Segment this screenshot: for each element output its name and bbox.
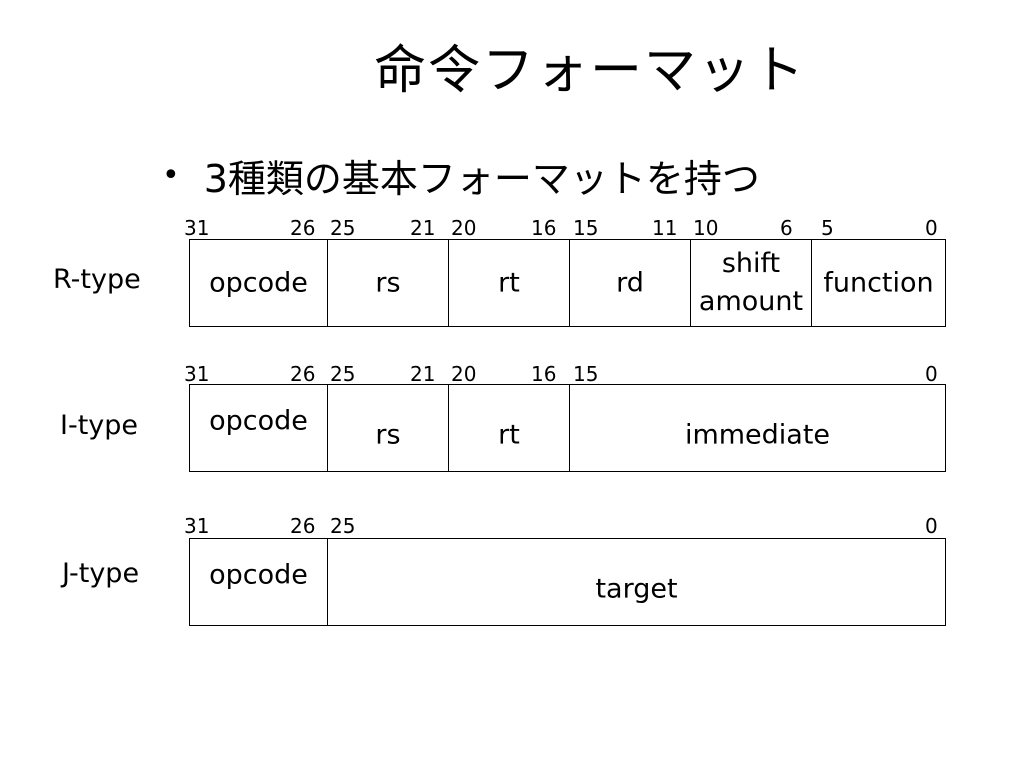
bullet-text: 3種類の基本フォーマットを持つ [203,157,760,201]
i-type-label: I-type [60,410,139,441]
bit-number: 21 [410,216,436,240]
shift-amount-text: shift amount [698,248,804,317]
bit-number: 15 [573,216,599,240]
target-field: target [595,573,678,605]
bit-number: 20 [451,362,477,386]
bit-number: 5 [821,216,834,240]
rd-field: rd [570,240,691,326]
bit-number: 21 [410,362,436,386]
bullet-item: • 3種類の基本フォーマットを持つ [162,148,760,203]
bit-number: 16 [531,216,557,240]
bit-number: 0 [925,514,938,538]
bit-number: 25 [330,216,356,240]
bullet-dot-icon: • [162,158,180,193]
bit-number: 26 [290,362,316,386]
opcode-field: opcode [190,539,328,625]
j-type-label: J-type [62,558,140,589]
bit-number: 31 [184,216,210,240]
bit-number: 11 [652,216,678,240]
rt-field: rt [449,240,570,326]
bit-number: 26 [290,514,316,538]
j-type-format: opcode target [189,538,946,626]
i-type-format: opcode rs rt immediate [189,384,946,472]
bit-number: 20 [451,216,477,240]
bit-number: 6 [780,216,793,240]
bit-number: 0 [925,216,938,240]
slide-title: 命令フォーマット [373,41,806,101]
bit-number: 0 [925,362,938,386]
rt-field: rt [449,385,570,471]
bit-number: 26 [290,216,316,240]
r-type-label: R-type [53,264,141,295]
opcode-field: opcode [190,385,328,471]
bit-number: 31 [184,362,210,386]
opcode-field: opcode [190,240,328,326]
rs-field: rs [328,385,449,471]
bit-number: 31 [184,514,210,538]
bit-number: 25 [330,514,356,538]
bit-number: 16 [531,362,557,386]
rs-field: rs [328,240,449,326]
r-type-format: opcode rs rt rd shift amount function [189,239,946,327]
bit-number: 10 [693,216,719,240]
bit-number: 25 [330,362,356,386]
shift-amount-field: shift amount [691,240,812,326]
bit-number: 15 [573,362,599,386]
immediate-field: immediate [684,419,831,451]
function-field: function [823,267,934,299]
